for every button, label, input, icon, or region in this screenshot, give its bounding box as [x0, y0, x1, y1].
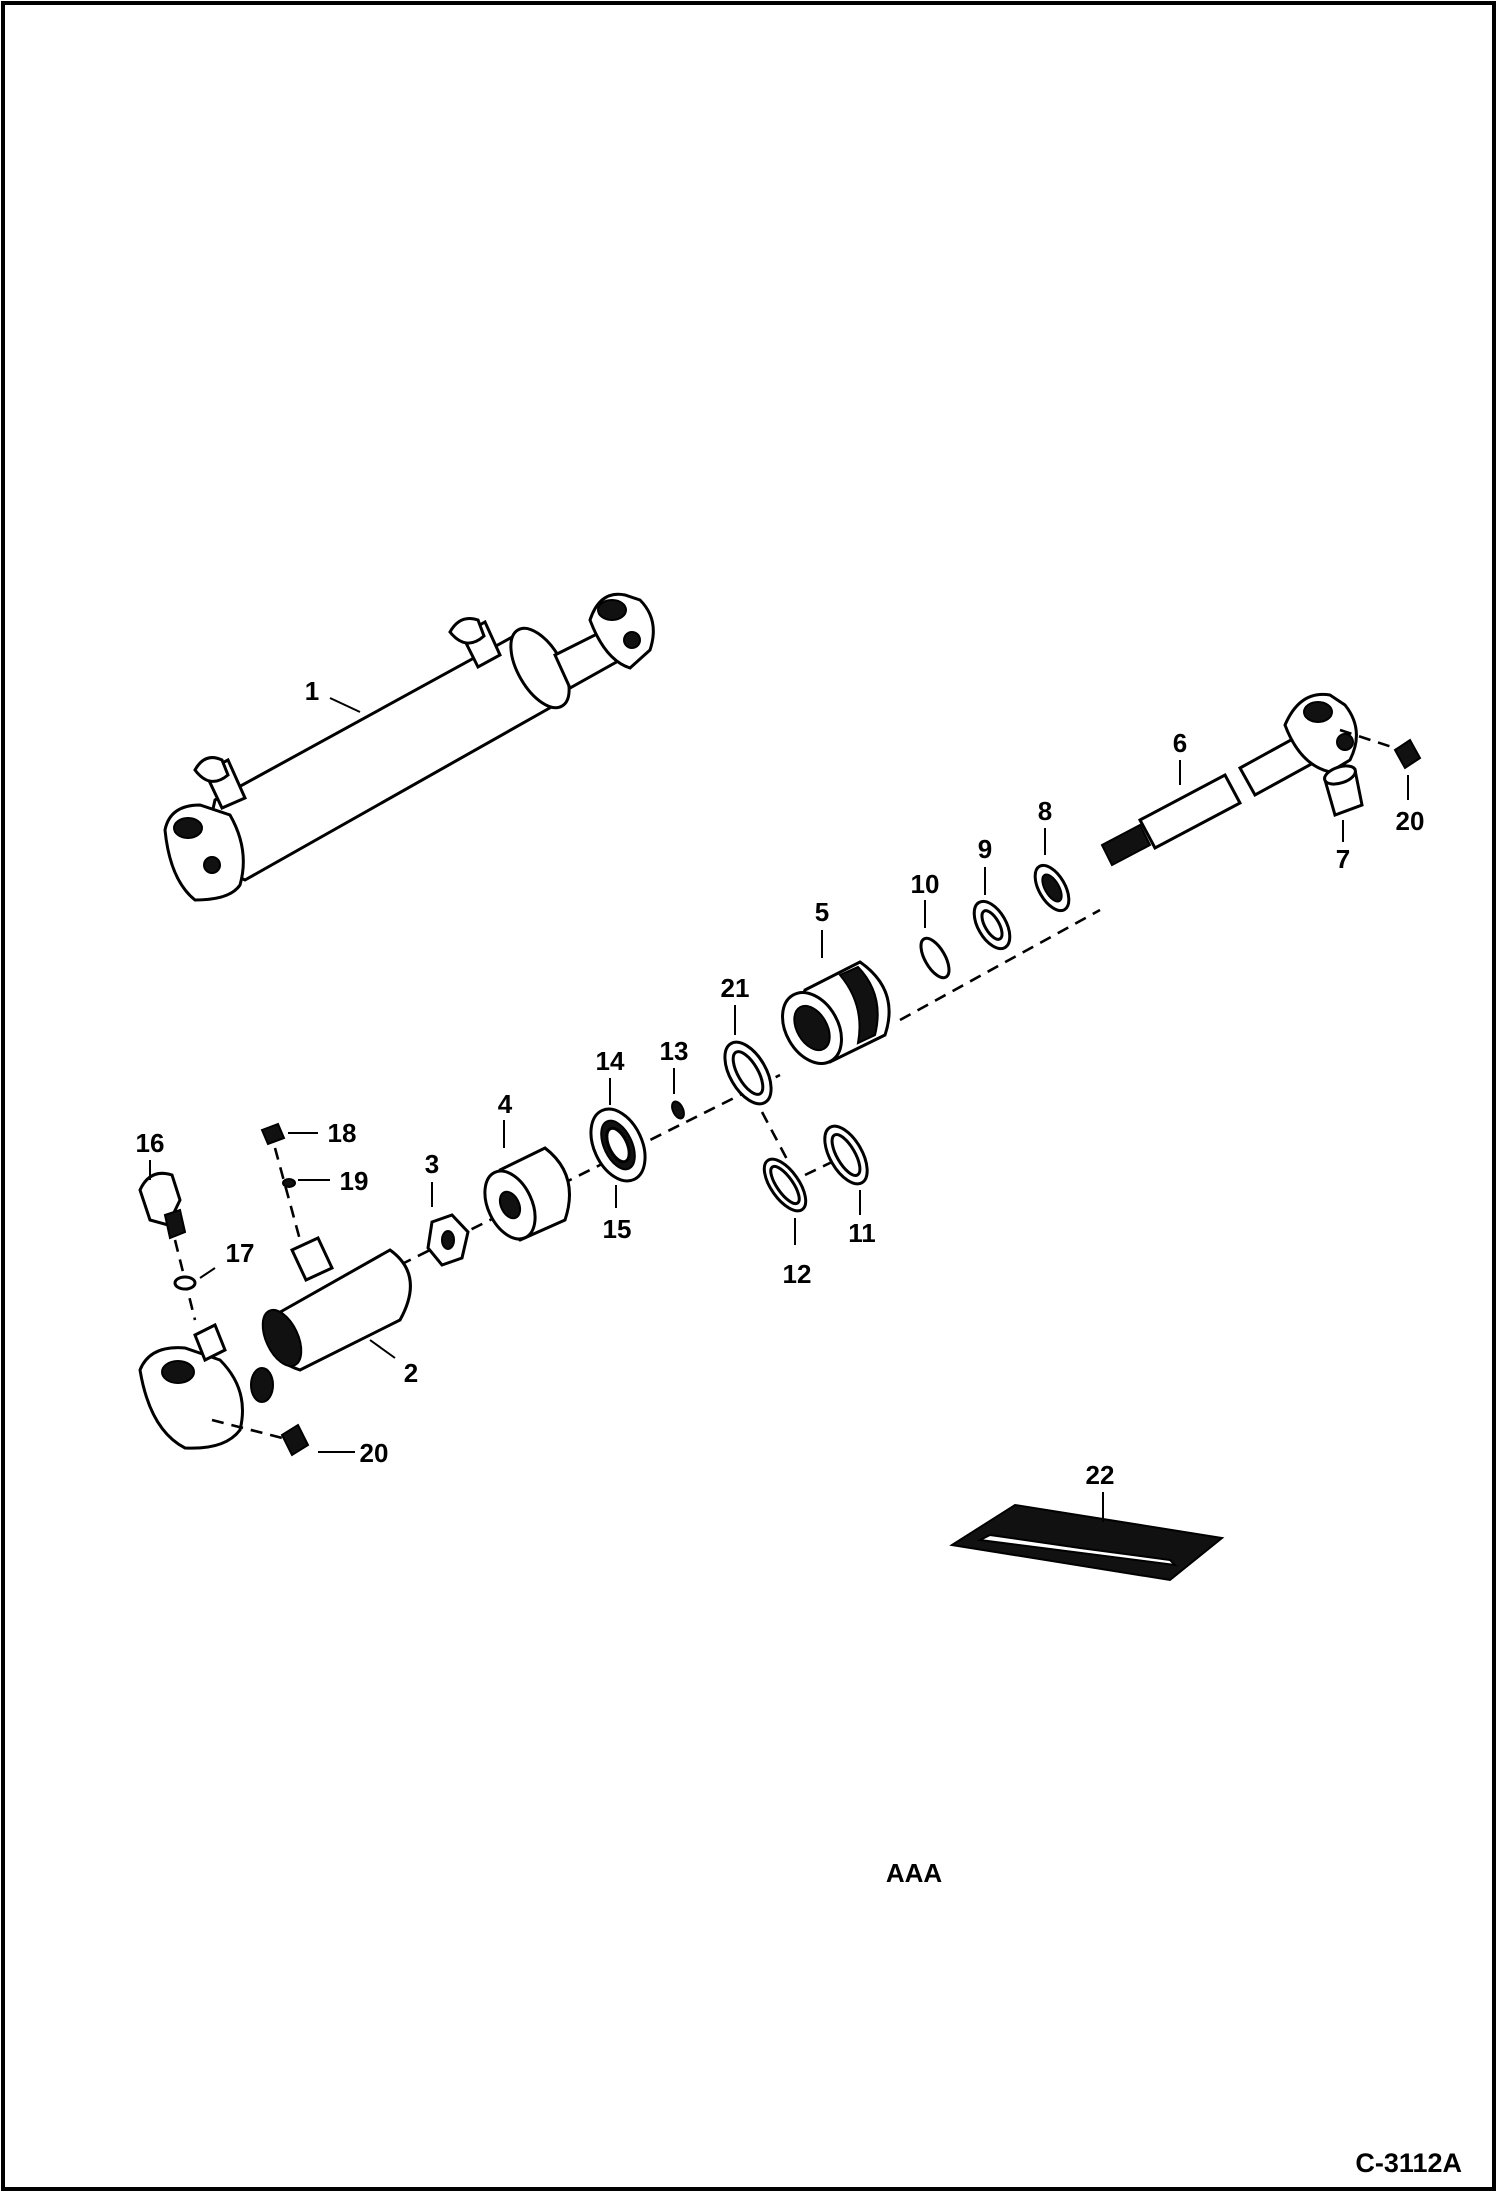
part-20-fitting-top — [1393, 738, 1422, 800]
callout-9: 9 — [978, 834, 992, 864]
callout-5: 5 — [815, 897, 829, 927]
callout-11: 11 — [848, 1218, 876, 1248]
part-21-ring — [723, 1005, 792, 1166]
part-6-rod — [1100, 692, 1396, 867]
part-2-barrel — [138, 1236, 412, 1450]
callout-8: 8 — [1038, 796, 1052, 826]
callout-13: 13 — [660, 1036, 689, 1066]
part-7-bushing — [1323, 764, 1364, 842]
callout-15: 15 — [603, 1214, 632, 1244]
callout-1: 1 — [305, 676, 319, 706]
part-12-ring — [762, 1157, 808, 1245]
part-10-seal — [919, 900, 951, 980]
assembled-cylinder — [163, 592, 655, 902]
part-20-fitting-bottom — [211, 1418, 355, 1457]
part-8-seal — [1033, 828, 1071, 913]
callout-20-top: 20 — [1396, 806, 1425, 836]
callout-18: 18 — [328, 1118, 357, 1148]
part-11-ring — [804, 1124, 869, 1215]
callout-12: 12 — [783, 1259, 812, 1289]
part-16-elbow — [138, 1160, 197, 1321]
center-label: AAA — [886, 1858, 943, 1888]
callout-17: 17 — [226, 1238, 255, 1268]
figure-number: C-3112A — [1355, 2148, 1462, 2178]
callout-2: 2 — [404, 1358, 418, 1388]
part-13-oring — [671, 1068, 685, 1120]
callout-6: 6 — [1173, 728, 1187, 758]
part-5-gland — [781, 930, 891, 1065]
part-19-oring — [282, 1178, 330, 1188]
callout-20-bottom: 20 — [360, 1438, 389, 1468]
callout-19: 19 — [340, 1166, 369, 1196]
callout-14: 14 — [596, 1046, 625, 1076]
callout-10: 10 — [911, 869, 940, 899]
part-22-seal-kit — [949, 1492, 1225, 1582]
callout-7: 7 — [1336, 844, 1350, 874]
part-3-nut — [426, 1182, 470, 1267]
callout-16: 16 — [136, 1128, 165, 1158]
callout-4: 4 — [498, 1089, 513, 1119]
callout-21: 21 — [721, 973, 750, 1003]
callout-22: 22 — [1086, 1460, 1115, 1490]
callout-3: 3 — [425, 1149, 439, 1179]
part-9-seal — [972, 867, 1012, 951]
part-4-piston — [483, 1120, 571, 1242]
part-18-plug — [260, 1122, 318, 1241]
part-14-15-seal — [589, 1078, 647, 1208]
part-17-oring — [173, 1267, 216, 1291]
